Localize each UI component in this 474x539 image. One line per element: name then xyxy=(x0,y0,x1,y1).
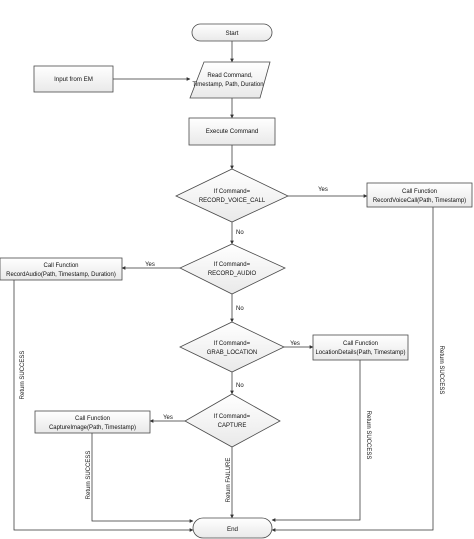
function-location-details: Call Function LocationDetails(Path, Time… xyxy=(312,334,409,361)
read-label-line2: Timestamp, Path, Duration xyxy=(192,82,263,88)
yes-label-d3: Yes xyxy=(290,341,300,347)
function-record-voice-call: Call Function RecordVoiceCall(Path, Time… xyxy=(366,182,473,208)
decision-4-line2: CAPTURE xyxy=(218,423,247,429)
yes-label-d2: Yes xyxy=(145,262,155,268)
decision-record-voice-call: If Command= RECORD_VOICE_CALL xyxy=(175,168,289,223)
no-label-d3: No xyxy=(236,383,244,389)
function-record-audio: Call Function RecordAudio(Path, Timestam… xyxy=(0,257,123,281)
arrow-f1-to-end xyxy=(271,207,434,532)
function-4-line1: Call Function xyxy=(75,416,110,422)
function-4-line2: CaptureImage(Path, Timestamp) xyxy=(49,425,136,431)
function-3-line1: Call Function xyxy=(343,341,378,347)
decision-1-line1: If Command= xyxy=(214,189,251,195)
read-node: Read Command, Timestamp, Path, Duration xyxy=(189,61,271,99)
execute-label: Execute Command xyxy=(206,128,259,135)
function-1-line1: Call Function xyxy=(402,189,437,195)
yes-label-d1: Yes xyxy=(318,187,328,193)
end-node: End xyxy=(192,517,273,539)
function-2-line2: RecordAudio(Path, Timestamp, Duration) xyxy=(6,272,116,278)
no-label-d2: No xyxy=(236,306,244,312)
arrow-f2-to-end xyxy=(13,277,194,532)
input-label: Input from EM xyxy=(54,76,93,83)
decision-3-line1: If Command= xyxy=(214,341,251,347)
yes-label-d4: Yes xyxy=(163,415,173,421)
input-node: Input from EM xyxy=(33,65,114,93)
return-failure-d4: Return FAILURE xyxy=(226,458,232,503)
end-label: End xyxy=(227,526,239,533)
arrow-f4-to-end xyxy=(91,433,194,523)
connectors xyxy=(13,41,434,532)
decision-4-line1: If Command= xyxy=(214,414,251,420)
decision-2-line2: RECORD_AUDIO xyxy=(208,271,257,277)
function-3-line2: LocationDetails(Path, Timestamp) xyxy=(315,350,405,356)
no-label-d1: No xyxy=(236,230,244,236)
decision-2-line1: If Command= xyxy=(214,262,251,268)
read-label-line1: Read Command, xyxy=(207,73,253,79)
decision-3-line2: GRAB_LOCATION xyxy=(207,350,258,356)
decision-grab-location: If Command= GRAB_LOCATION xyxy=(179,321,285,373)
decision-record-audio: If Command= RECORD_AUDIO xyxy=(179,243,286,295)
function-2-line1: Call Function xyxy=(43,263,78,269)
start-node: Start xyxy=(191,23,273,42)
edge-labels: Yes No Yes No Yes No Yes Return SUCCESS … xyxy=(20,187,444,502)
return-success-f4: Return SUCCESS xyxy=(86,451,92,500)
execute-node: Execute Command xyxy=(188,117,276,146)
return-success-f3: Return SUCCESS xyxy=(365,411,371,460)
decision-capture: If Command= CAPTURE xyxy=(184,393,281,448)
decision-1-line2: RECORD_VOICE_CALL xyxy=(199,198,266,204)
function-capture-image: Call Function CaptureImage(Path, Timesta… xyxy=(34,410,151,434)
return-success-f1: Return SUCCESS xyxy=(438,346,444,395)
return-success-f2: Return SUCCESS xyxy=(20,351,26,400)
function-1-line2: RecordVoiceCall(Path, Timestamp) xyxy=(373,198,466,204)
arrow-f3-to-end xyxy=(271,360,361,522)
start-label: Start xyxy=(225,30,238,37)
